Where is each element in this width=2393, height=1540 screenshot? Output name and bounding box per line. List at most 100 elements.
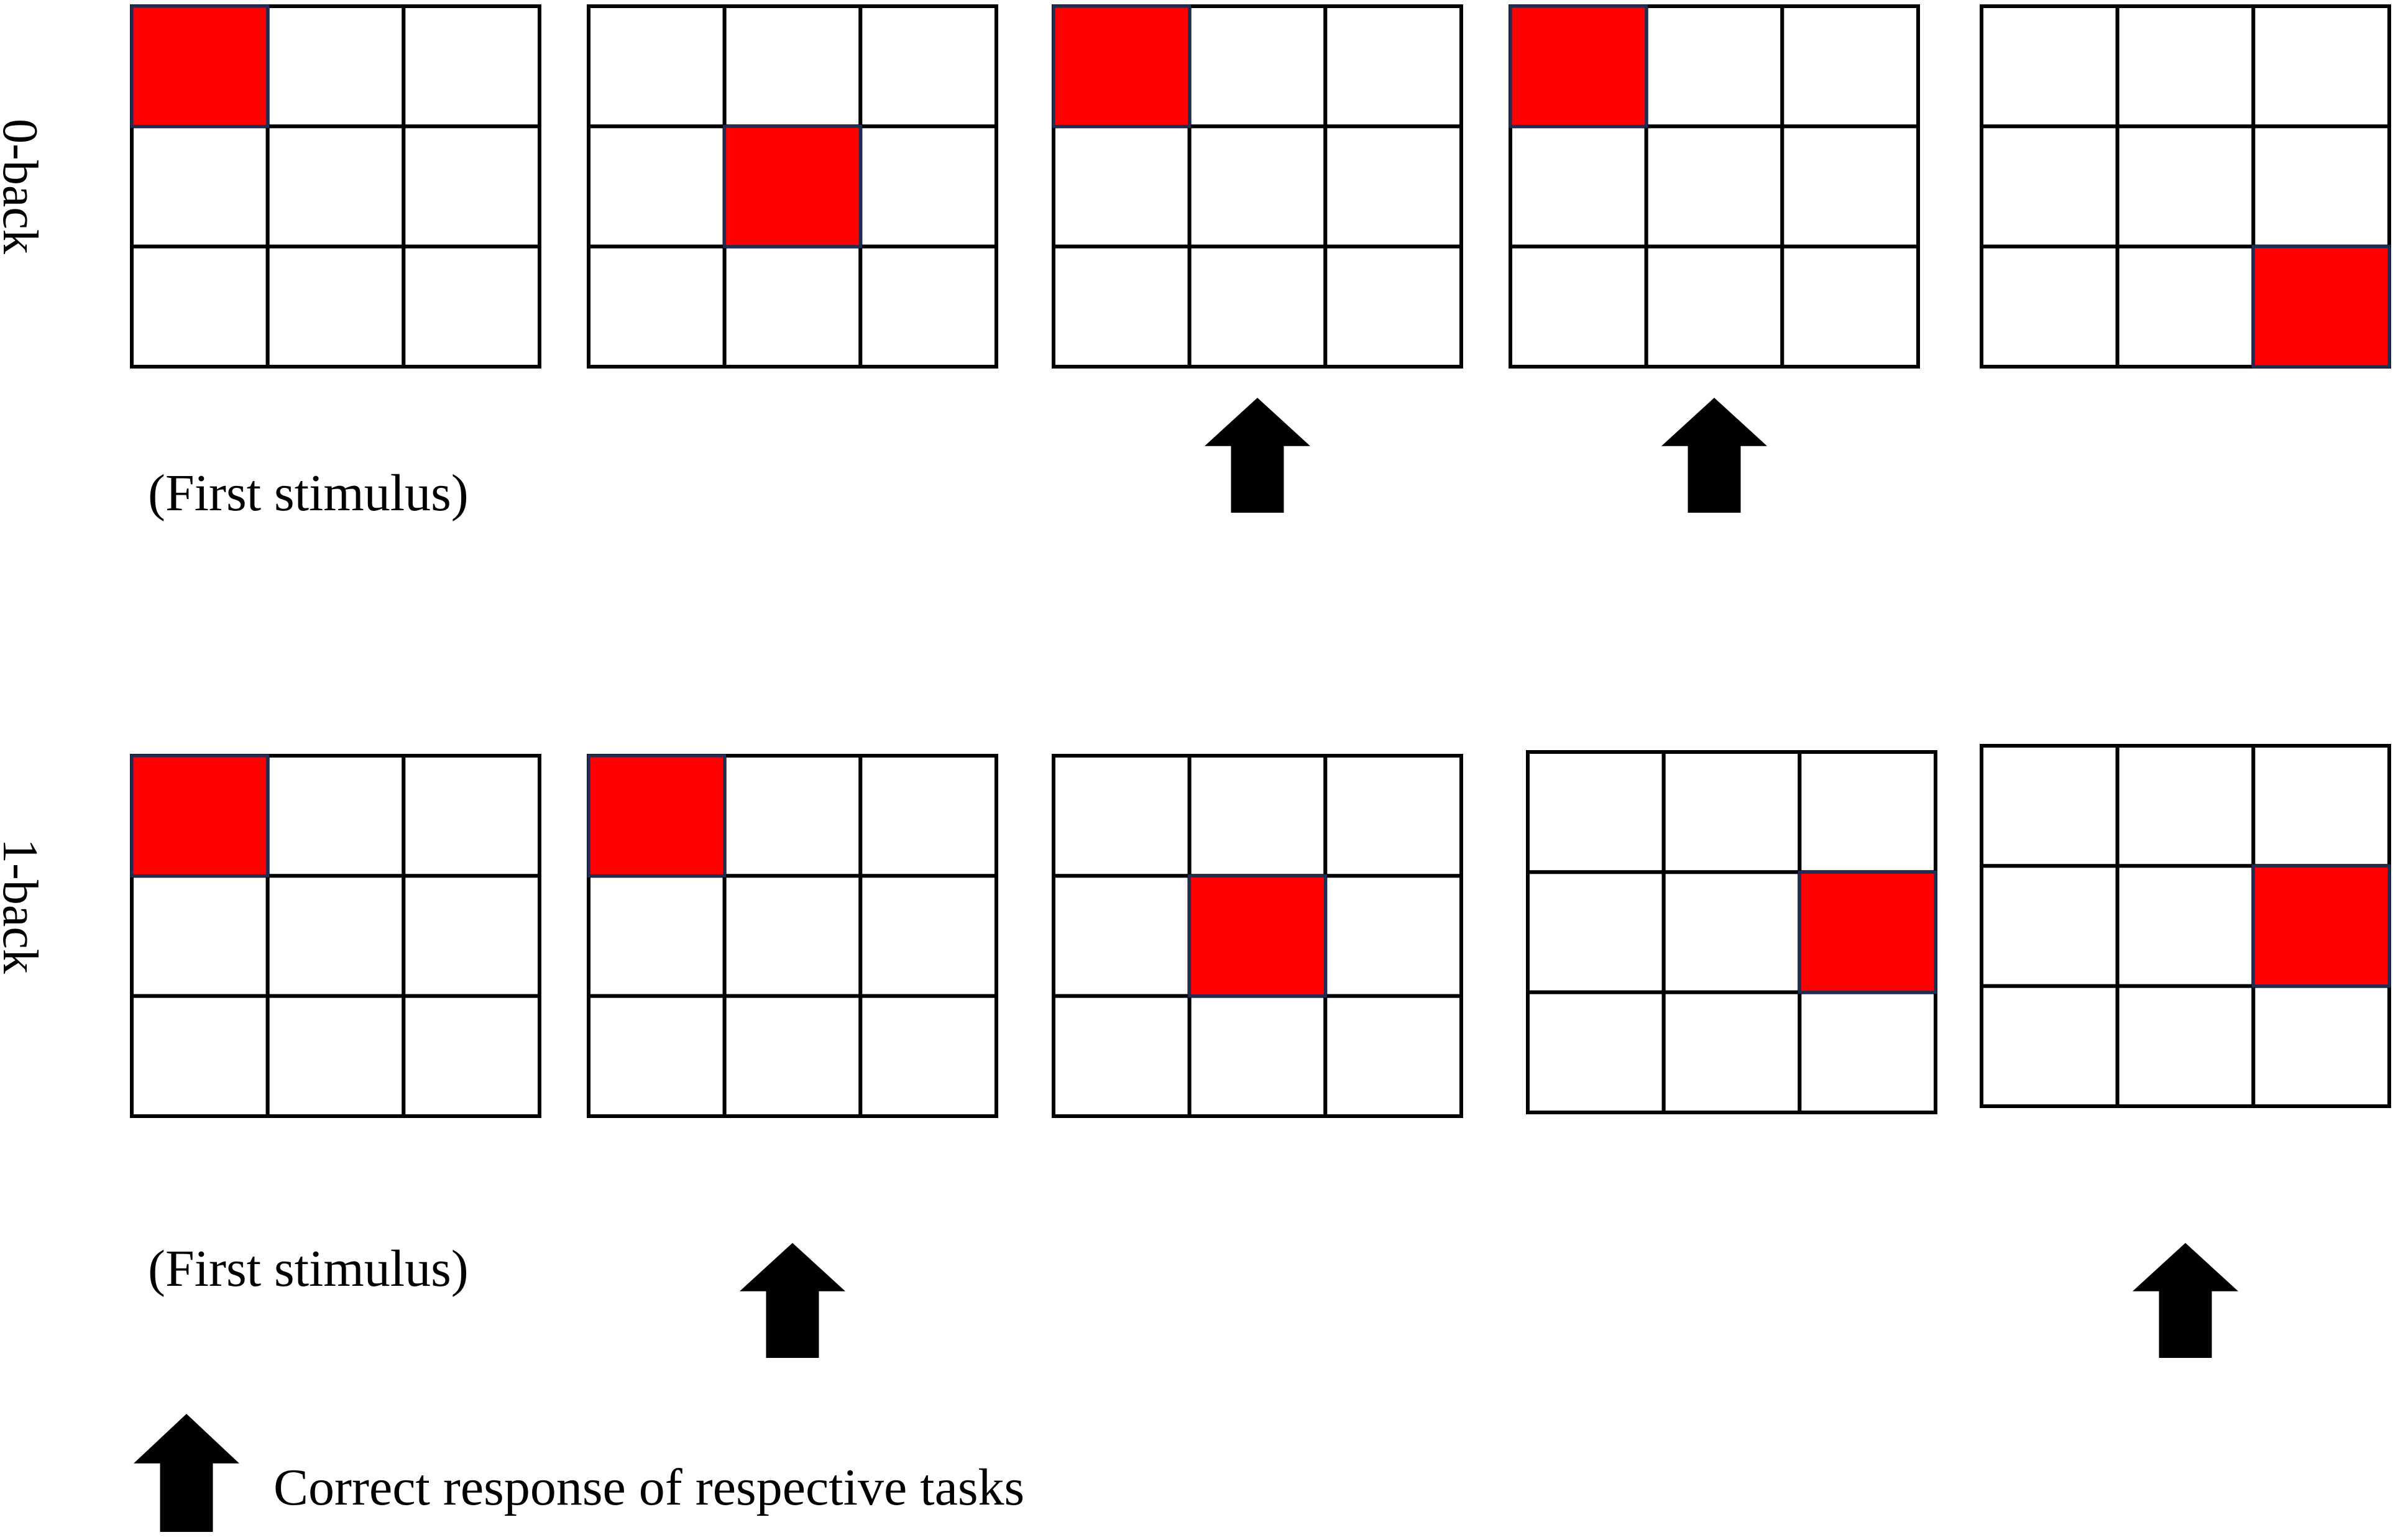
first-stimulus-caption-0-back: (First stimulus) (148, 464, 469, 522)
grid-cell (587, 124, 727, 249)
grid-cell (2251, 744, 2391, 868)
highlighted-cell-outline (1052, 4, 1192, 128)
grid-cell (265, 994, 406, 1118)
grid-cell (858, 4, 999, 129)
grid-cell (130, 994, 270, 1118)
grid-cell (265, 124, 406, 249)
grid-cell (1661, 750, 1802, 874)
stimulus-grid (130, 754, 541, 1118)
grid-cell (1052, 994, 1192, 1118)
grid-cell (2115, 744, 2256, 868)
grid-cell (2251, 124, 2391, 249)
up-arrow-icon (1661, 398, 1767, 513)
stimulus-grid (1509, 4, 1920, 369)
stimulus-grid (1980, 744, 2391, 1108)
grid-cell (402, 244, 541, 369)
up-arrow-icon (740, 1243, 845, 1358)
grid-cell (1323, 4, 1463, 129)
grid-cell (1644, 124, 1784, 249)
grid-cell (1798, 990, 1937, 1114)
grid-cell (1323, 124, 1463, 249)
highlighted-cell-outline (1798, 870, 1937, 994)
grid-cell (1980, 864, 2120, 988)
grid-cell (1644, 4, 1784, 129)
grid-cell (1980, 4, 2120, 129)
grid-cell (1187, 754, 1328, 878)
grid-cell (1780, 4, 1920, 129)
grid-cell (1780, 124, 1920, 249)
legend-text: Correct response of respective tasks (273, 1459, 1025, 1516)
grid-cell (1509, 244, 1648, 369)
grid-cell (1052, 754, 1192, 878)
grid-cell (858, 754, 999, 878)
grid-cell (722, 4, 863, 129)
grid-cell (130, 124, 270, 249)
grid-cell (1187, 4, 1328, 129)
stimulus-grid (587, 754, 999, 1118)
grid-cell (130, 874, 270, 998)
stimulus-grid (1052, 4, 1463, 369)
grid-cell (402, 874, 541, 998)
grid-cell (1509, 124, 1648, 249)
grid-cell (1526, 990, 1666, 1114)
highlighted-cell-outline (2251, 864, 2391, 988)
grid-cell (402, 994, 541, 1118)
highlighted-cell-outline (130, 4, 270, 128)
grid-cell (1526, 870, 1666, 994)
grid-cell (587, 994, 727, 1118)
grid-cell (1980, 244, 2120, 369)
grid-cell (402, 124, 541, 249)
grid-cell (722, 994, 863, 1118)
stimulus-grid (1980, 4, 2391, 369)
row-label-1-back: 1-back (0, 838, 47, 974)
up-arrow-icon (2133, 1243, 2238, 1358)
grid-cell (402, 4, 541, 129)
highlighted-cell-outline (2251, 245, 2391, 369)
up-arrow-icon (134, 1414, 239, 1532)
stimulus-grid (130, 4, 541, 369)
grid-cell (1980, 124, 2120, 249)
grid-cell (1526, 750, 1666, 874)
stimulus-grid (1526, 750, 1937, 1114)
grid-cell (1644, 244, 1784, 369)
stimulus-grid (1052, 754, 1463, 1118)
grid-cell (858, 124, 999, 249)
grid-cell (1780, 244, 1920, 369)
grid-cell (1187, 244, 1328, 369)
first-stimulus-caption-1-back: (First stimulus) (148, 1240, 469, 1298)
grid-cell (858, 874, 999, 998)
grid-cell (722, 244, 863, 369)
grid-cell (587, 874, 727, 998)
grid-cell (1052, 244, 1192, 369)
grid-cell (1052, 124, 1192, 249)
grid-cell (2115, 244, 2256, 369)
grid-cell (2115, 4, 2256, 129)
grid-cell (1323, 244, 1463, 369)
grid-cell (722, 754, 863, 878)
task-row-1-back (130, 744, 2391, 1358)
highlighted-cell-outline (723, 124, 862, 249)
grid-cell (402, 754, 541, 878)
grid-cell (858, 994, 999, 1118)
grid-cell (1052, 874, 1192, 998)
up-arrow-icon (1205, 398, 1310, 513)
row-label-0-back: 0-back (0, 119, 47, 254)
grid-cell (858, 244, 999, 369)
grid-cell (2115, 124, 2256, 249)
grid-cell (1661, 870, 1802, 994)
grid-cell (587, 4, 727, 129)
grid-cell (1187, 994, 1328, 1118)
stimulus-grid (587, 4, 999, 369)
grid-cell (1798, 750, 1937, 874)
grid-cell (1323, 874, 1463, 998)
highlighted-cell-outline (1509, 4, 1648, 128)
grid-cell (1980, 744, 2120, 868)
grid-cell (130, 244, 270, 369)
grid-cell (2251, 984, 2391, 1108)
grid-cell (265, 244, 406, 369)
grid-cell (265, 754, 406, 878)
grid-cell (722, 874, 863, 998)
highlighted-cell-outline (587, 754, 727, 878)
grid-cell (265, 4, 406, 129)
